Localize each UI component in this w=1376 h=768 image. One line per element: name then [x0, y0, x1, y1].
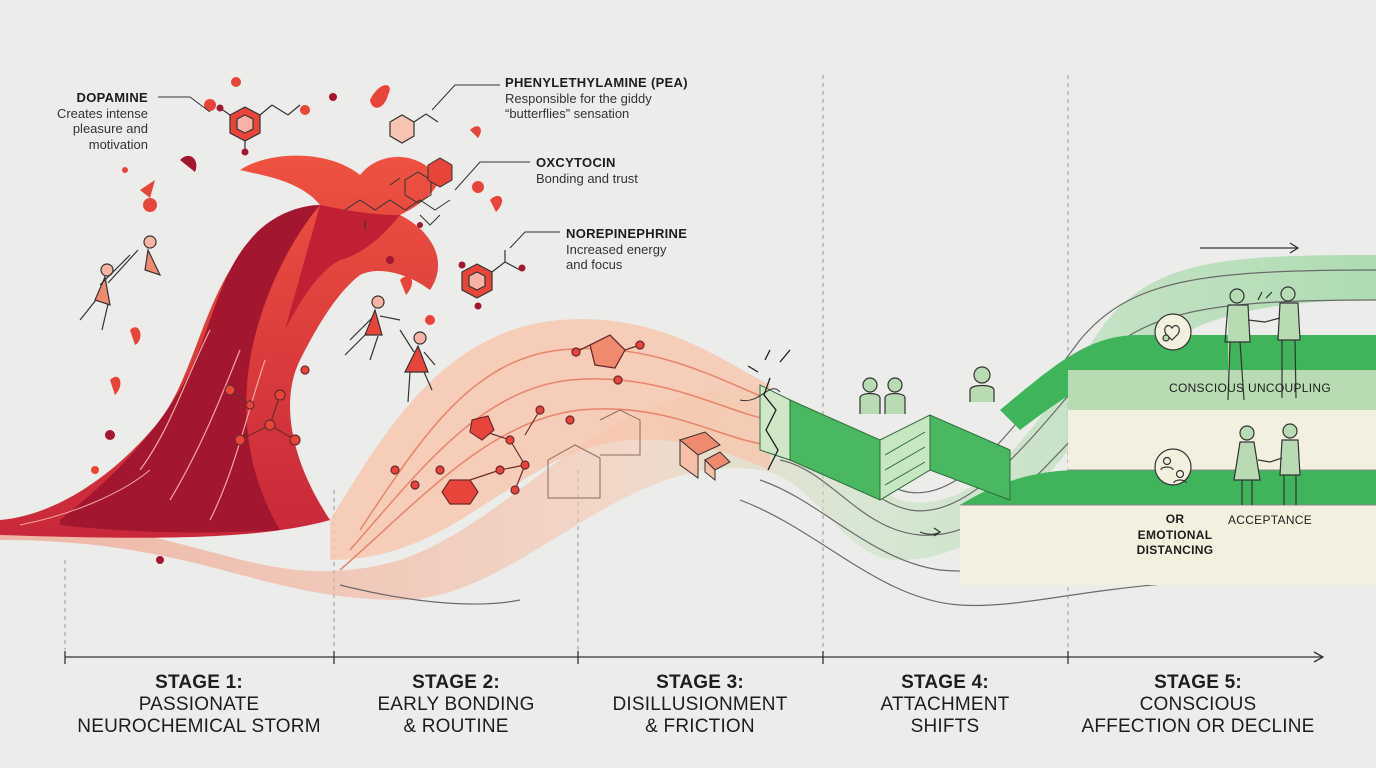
oxytocin-label: OXCYTOCIN Bonding and trust [536, 155, 736, 186]
molecule-network-ribbon [390, 405, 575, 505]
molecule-network-wave [224, 365, 310, 446]
person-falling-icon-3 [399, 329, 436, 403]
stage-3-number: STAGE 3: [656, 672, 744, 693]
dopamine-desc-2: pleasure and [72, 121, 148, 137]
stage-5-label: STAGE 5: CONSCIOUS AFFECTION OR DECLINE [1073, 672, 1323, 738]
stage-4-line-2: SHIFTS [910, 716, 980, 737]
stage-3-line-2: & FRICTION [645, 716, 755, 737]
norepinephrine-desc-1: Increased energy [566, 241, 667, 257]
stage-3-line-1: DISILLUSIONMENT [612, 694, 788, 715]
dopamine-desc-3: motivation [88, 136, 148, 152]
stage-2-number: STAGE 2: [412, 672, 500, 693]
stage-5-line-2: AFFECTION OR DECLINE [1081, 716, 1315, 737]
relationship-ribbon [0, 242, 1376, 607]
stage-4-label: STAGE 4: ATTACHMENT SHIFTS [820, 672, 1070, 738]
stage-5-number: STAGE 5: [1154, 672, 1242, 693]
oxytocin-desc-1: Bonding and trust [536, 170, 638, 186]
conscious-uncoupling-label: CONSCIOUS UNCOUPLING [1168, 381, 1332, 395]
stage-5-line-1: CONSCIOUS [1139, 694, 1257, 715]
stage-1-line-2: NEUROCHEMICAL STORM [77, 716, 321, 737]
pea-molecule-icon [389, 113, 439, 144]
routine-boxes [547, 409, 641, 499]
label-leader-lines [158, 84, 560, 249]
norepinephrine-molecule-icon [458, 250, 526, 310]
dopamine-name: DOPAMINE [76, 90, 148, 105]
norepinephrine-label: NOREPINEPHRINE Increased energy and focu… [566, 226, 766, 273]
distancing-text: DISTANCING [1136, 543, 1214, 558]
dopamine-label: DOPAMINE Creates intense pleasure and mo… [20, 90, 148, 152]
oxytocin-molecule-icon [344, 157, 453, 230]
handshake-couple-icon [1224, 286, 1301, 401]
person-falling-icon-2 [344, 295, 401, 361]
norepinephrine-desc-2: and focus [566, 257, 623, 273]
emotional-distancing-label: OR EMOTIONAL DISTANCING [1130, 512, 1220, 559]
couple-separated-icon [859, 366, 995, 414]
pea-desc-1: Responsible for the giddy [505, 90, 652, 106]
oxytocin-name: OXCYTOCIN [536, 155, 616, 170]
pea-desc-2: “butterflies” sensation [505, 106, 630, 122]
attachment-ribbon [739, 384, 1011, 501]
dopamine-molecule-icon [216, 104, 301, 156]
timeline-axis [64, 651, 1325, 664]
or-text: OR [1165, 512, 1185, 526]
wave-splashes [91, 77, 503, 564]
molecule-pentagon [571, 334, 645, 385]
uncoupling-icon [1154, 313, 1192, 351]
person-falling-icon-1 [79, 235, 162, 331]
stage-3-label: STAGE 3: DISILLUSIONMENT & FRICTION [575, 672, 825, 738]
stage-2-line-1: EARLY BONDING [377, 694, 535, 715]
norepinephrine-name: NOREPINEPHRINE [566, 226, 688, 241]
broken-blocks [678, 431, 731, 482]
dopamine-desc-1: Creates intense [56, 105, 148, 121]
friction-crack [747, 349, 791, 471]
pea-name: PHENYLETHYLAMINE (PEA) [505, 75, 688, 90]
stage-2-line-2: & ROUTINE [403, 716, 509, 737]
holding-hands-couple-icon [1233, 423, 1301, 505]
emotional-text: EMOTIONAL [1137, 527, 1213, 542]
acceptance-label: ACCEPTANCE [1227, 513, 1313, 527]
stage-4-line-1: ATTACHMENT [880, 694, 1010, 715]
stage-1-line-1: PASSIONATE [138, 694, 260, 715]
distancing-icon [1154, 448, 1192, 486]
neurochemical-wave [0, 155, 440, 538]
pea-label: PHENYLETHYLAMINE (PEA) Responsible for t… [505, 75, 755, 122]
stage-4-number: STAGE 4: [901, 672, 989, 693]
stage-1-number: STAGE 1: [155, 672, 243, 693]
stage-2-label: STAGE 2: EARLY BONDING & ROUTINE [331, 672, 581, 738]
stage-1-label: STAGE 1: PASSIONATE NEUROCHEMICAL STORM [74, 672, 324, 738]
